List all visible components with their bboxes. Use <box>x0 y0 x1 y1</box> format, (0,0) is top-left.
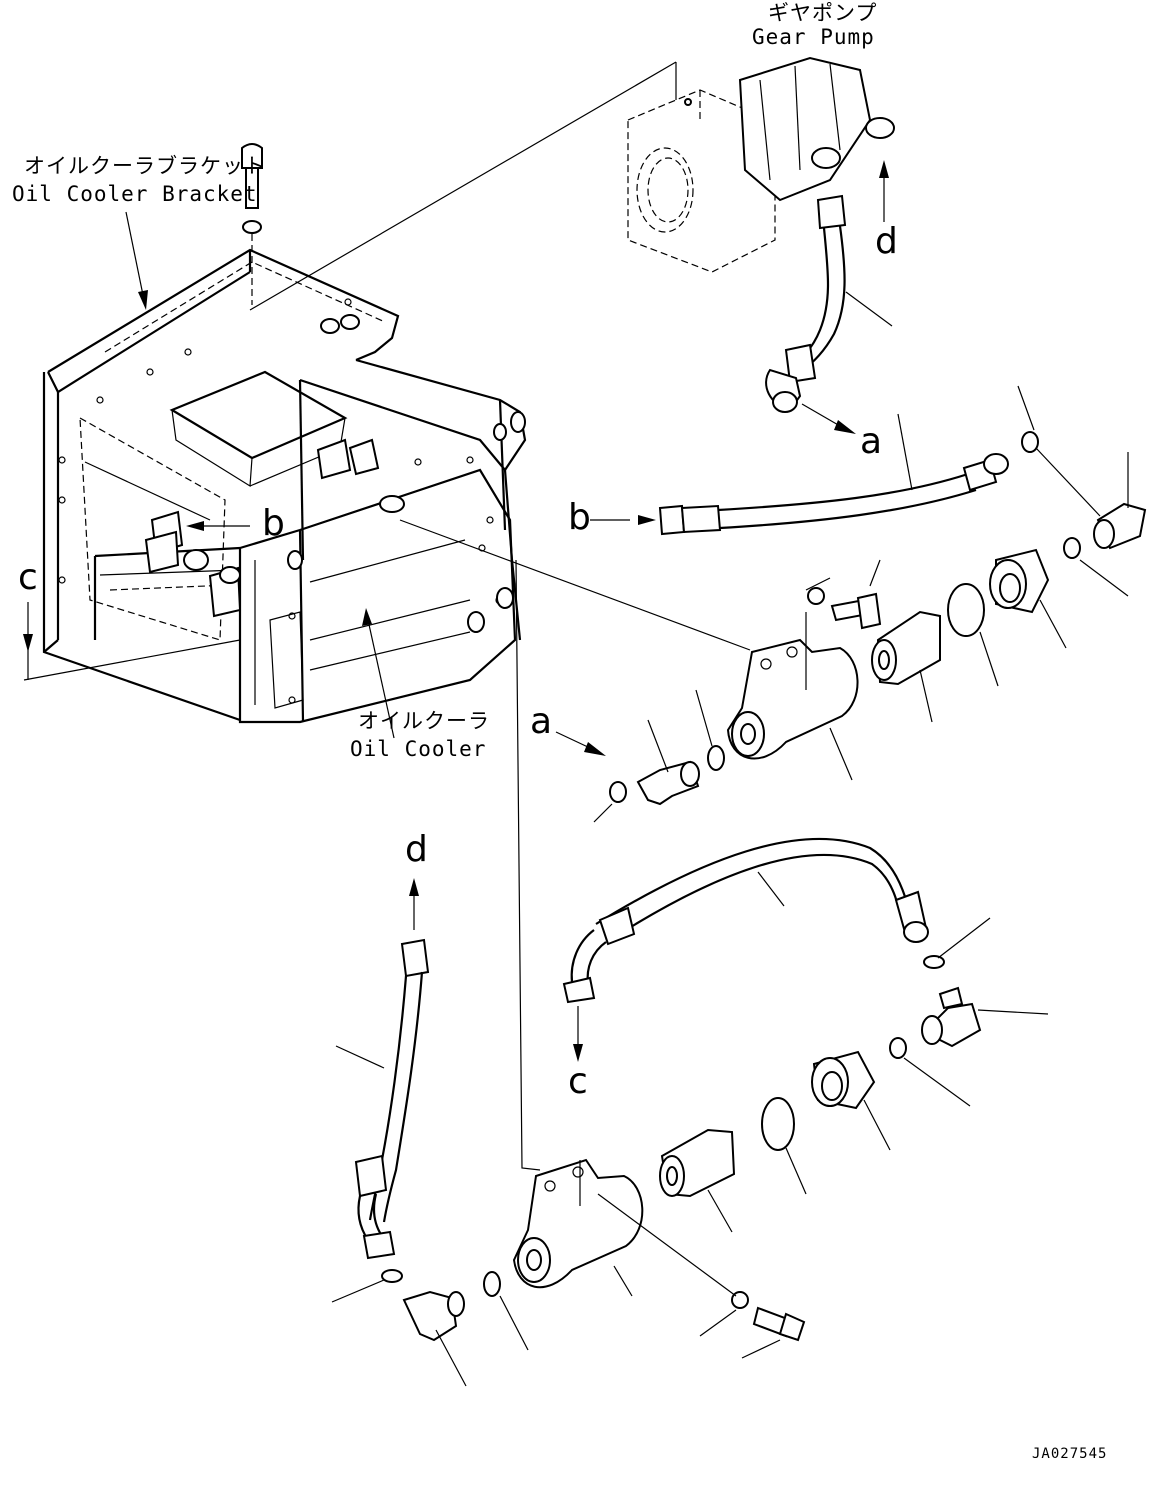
connection-label-c-left: c <box>18 557 38 598</box>
connection-label-b-right: b <box>568 497 591 538</box>
gear-pump-label-en: Gear Pump <box>752 25 875 49</box>
gear-pump-assembly <box>249 56 895 311</box>
arrows <box>23 160 889 1062</box>
connection-label-a-right: a <box>860 421 883 462</box>
lower-filter-group <box>331 917 1049 1387</box>
upper-filter-group <box>593 385 1147 823</box>
oil-cooler-bracket-frame <box>42 143 527 724</box>
leader-lines <box>23 519 751 1171</box>
connection-label-d-lower: d <box>405 829 428 870</box>
connection-label-a-left: a <box>530 701 553 742</box>
pump-to-filter-hose <box>765 194 893 413</box>
gear-pump-label-jp: ギヤポンプ <box>768 1 878 25</box>
connection-label-c-lower: c <box>568 1061 588 1102</box>
connection-label-b-left: b <box>262 503 285 544</box>
hose-d-lower <box>335 938 430 1260</box>
hose-c <box>562 837 929 1004</box>
connection-label-d-top: d <box>875 221 898 262</box>
oil-cooler-label-en: Oil Cooler <box>350 737 487 761</box>
oil-cooler-bracket-label-jp: オイルクーラブラケット <box>24 154 266 178</box>
drawing-code: JA027545 <box>1032 1446 1108 1462</box>
oil-cooler-bracket-label-en: Oil Cooler Bracket <box>12 182 258 206</box>
oil-cooler-label-jp: オイルクーラ <box>358 709 490 733</box>
hose-b <box>658 413 1009 536</box>
